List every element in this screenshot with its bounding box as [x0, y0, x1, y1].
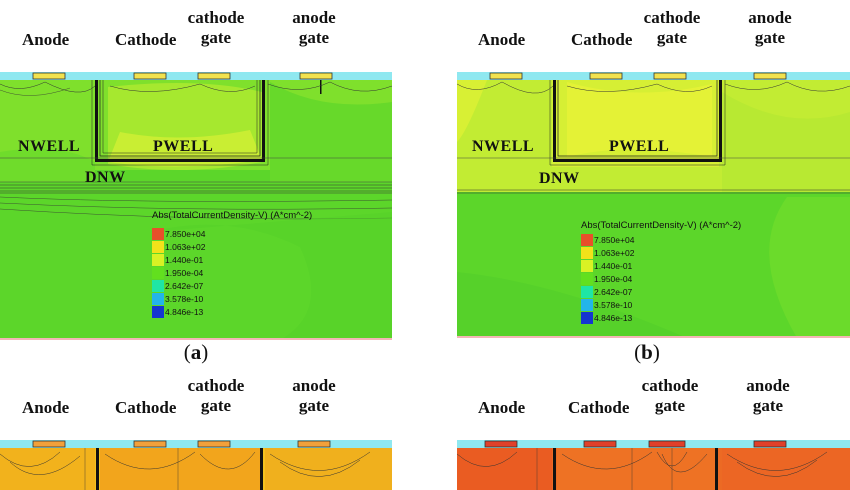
- nwell-label-a: NWELL: [18, 138, 81, 155]
- panel-d-simulation: [457, 440, 850, 490]
- dnw-label-a: DNW: [85, 169, 126, 186]
- pwell-label-b: PWELL: [609, 138, 670, 155]
- anode-gate-contact-b: [753, 72, 787, 80]
- legend-entry-a-3: 1.950e-04: [152, 267, 203, 279]
- legend-title-a: Abs(TotalCurrentDensity-V) (A*cm^-2): [152, 210, 313, 221]
- cathode-gate-contact-c: [197, 440, 231, 448]
- cathode-gate-contact-a: [197, 72, 231, 80]
- anode-label-d: Anode: [478, 398, 526, 417]
- anode-gate-contact-c: [297, 440, 331, 448]
- pwell-label-a: PWELL: [153, 138, 214, 155]
- legend-entry-a-1: 1.063e+02: [152, 241, 205, 253]
- cathode-label-c: Cathode: [115, 398, 177, 417]
- legend-entry-b-5: 3.578e-10: [581, 299, 632, 311]
- cathode-contact-a: [133, 72, 167, 80]
- panel-c: [0, 440, 392, 490]
- legend-title-b: Abs(TotalCurrentDensity-V) (A*cm^-2): [581, 220, 742, 231]
- panel-a-simulation: [0, 72, 392, 340]
- subfigure-label-a: (a): [183, 340, 209, 364]
- subfigure-label-b: (b): [634, 340, 660, 364]
- legend-entry-b-4: 2.642e-07: [581, 286, 632, 298]
- anode-label-c: Anode: [22, 398, 70, 417]
- legend-entry-a-0: 7.850e+04: [152, 228, 205, 240]
- cathode-label-a: Cathode: [115, 30, 177, 49]
- panel-b: NWELL PWELL DNW Abs(TotalCurrentDensity-…: [457, 72, 850, 338]
- dnw-label-b: DNW: [539, 170, 580, 187]
- legend-entry-b-1: 1.063e+02: [581, 247, 634, 259]
- legend-entry-a-5: 3.578e-10: [152, 293, 203, 305]
- anode-label-b: Anode: [478, 30, 526, 49]
- legend-entry-b-6: 4.846e-13: [581, 312, 632, 324]
- legend-entry-a-6: 4.846e-13: [152, 306, 203, 318]
- cathode-gate-contact-d: [648, 440, 686, 448]
- anode-contact-d: [484, 440, 518, 448]
- panel-b-simulation: [457, 72, 850, 338]
- legend-a: Abs(TotalCurrentDensity-V) (A*cm^-2) 7.8…: [152, 210, 392, 340]
- nwell-label-b: NWELL: [472, 138, 535, 155]
- legend-b: Abs(TotalCurrentDensity-V) (A*cm^-2) 7.8…: [581, 220, 821, 338]
- legend-entry-a-2: 1.440e-01: [152, 254, 203, 266]
- cathode-contact-d: [583, 440, 617, 448]
- legend-entry-b-2: 1.440e-01: [581, 260, 632, 272]
- legend-entry-b-3: 1.950e-04: [581, 273, 632, 285]
- cathode-label-b: Cathode: [571, 30, 633, 49]
- legend-entry-a-4: 2.642e-07: [152, 280, 203, 292]
- cathode-contact-b: [589, 72, 623, 80]
- anode-contact-b: [489, 72, 523, 80]
- anode-contact-a: [32, 72, 66, 80]
- cathode-contact-c: [133, 440, 167, 448]
- cathode-gate-contact-b: [653, 72, 687, 80]
- anode-contact-c: [32, 440, 66, 448]
- panel-c-simulation: [0, 440, 392, 490]
- cathode-label-d: Cathode: [568, 398, 630, 417]
- panel-a: NWELL PWELL DNW Abs(TotalCurrentDensity-…: [0, 72, 392, 340]
- anode-gate-contact-a: [299, 72, 333, 80]
- anode-gate-contact-d: [753, 440, 787, 448]
- panel-d: [457, 440, 850, 490]
- anode-label-a: Anode: [22, 30, 70, 49]
- legend-entry-b-0: 7.850e+04: [581, 234, 634, 246]
